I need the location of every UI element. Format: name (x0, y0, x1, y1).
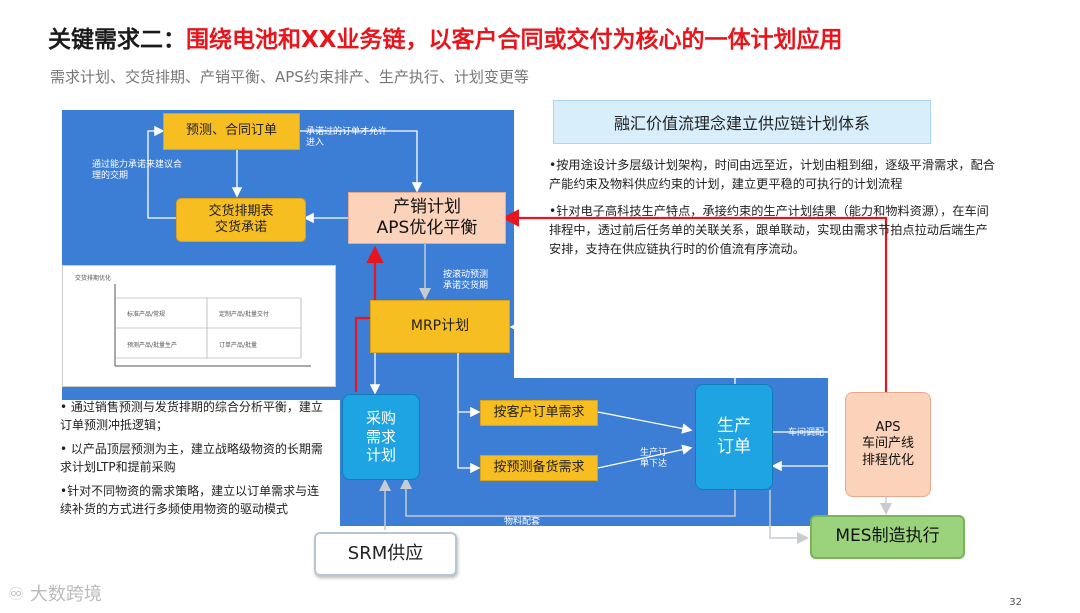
left-bullet-item: • 以产品顶层预测为主，建立战略级物资的长期需求计划LTP和提前采购 (60, 442, 323, 474)
edge-label-line: 单下达 (640, 459, 668, 470)
mrp-label: MRP计划 (410, 317, 470, 334)
sop-aps-node: 产销计划 APS优化平衡 (348, 192, 506, 244)
page-title: 关键需求二：围绕电池和XX业务链，以客户合同或交付为核心的一体计划应用 (48, 20, 842, 54)
matrix-cell: 标准产品/常规 (127, 311, 166, 318)
brand-text: 大数跨境 (29, 584, 102, 605)
matrix-title: 交货排期优化 (75, 275, 112, 282)
left-bullet-item: •针对不同物资的需求策略，建立以订单需求与连续补货的方式进行多频使用物资的驱动模… (60, 484, 320, 516)
purchase-label-3: 计划 (365, 446, 396, 465)
right-bullet-item: •按用途设计多层级计划架构，时间由远至近，计划由粗到细，逐级平滑需求，配合产能约… (549, 158, 995, 191)
matrix-cell: 订单产品/批量 (219, 342, 258, 349)
customer-order-demand-node: 按客户订单需求 (480, 400, 598, 426)
brand-logo-icon: ♾ (8, 584, 30, 605)
sop-label-2: APS优化平衡 (376, 218, 478, 238)
edge-label-line: 按滚动预测 (443, 270, 489, 280)
edge-label-line: 通过能力承诺来建议合 (92, 160, 183, 170)
forecast-stock-demand-node: 按预测备货需求 (480, 455, 598, 481)
matrix-lines (114, 284, 311, 367)
edge-label-line: 进入 (306, 138, 325, 149)
left-bullet-list: • 通过销售预测与发货排期的综合分析平衡，建立订单预测冲抵逻辑； • 以产品顶层… (60, 398, 330, 524)
page-number: 32 (1009, 597, 1022, 608)
left-bullet-item: • 通过销售预测与发货排期的综合分析平衡，建立订单预测冲抵逻辑； (60, 400, 323, 432)
forecast-stock-demand-label: 按预测备货需求 (493, 459, 585, 475)
delivery-schedule-label-2: 交货承诺 (214, 220, 267, 235)
right-bullet-item: •针对电子高科技生产特点，承接约束的生产计划结果（能力和物料资源），在车间排程中… (549, 203, 989, 256)
aps-label-3: 排程优化 (861, 452, 914, 468)
forecast-order-label: 预测、合同订单 (185, 123, 277, 139)
edge-label-line: 承诺过的订单才允许 (306, 127, 388, 137)
purchase-label-2: 需求 (365, 427, 396, 446)
matrix-cell: 预测产品/批量生产 (127, 342, 178, 349)
edge-label-capacity-commit: 通过能力承诺来建议合 理的交期 (92, 160, 182, 183)
mes-execution-node: MES制造执行 (810, 515, 965, 559)
edge-label-line: 物料配套 (504, 517, 541, 527)
mrp-node: MRP计划 (370, 300, 510, 353)
title-emphasis: 围绕电池和XX业务链，以客户合同或交付为核心的一体计划应用 (186, 27, 843, 53)
customer-order-demand-label: 按客户订单需求 (493, 404, 585, 420)
edge-label-line: 理的交期 (92, 171, 129, 182)
production-order-node: 生产 订单 (695, 384, 773, 490)
srm-supply-node: SRM供应 (314, 532, 457, 576)
sop-label-1: 产销计划 (393, 196, 461, 217)
edge-label-committed-orders: 承诺过的订单才允许 进入 (306, 127, 387, 150)
delivery-matrix-chart: 交货排期优化 标准产品/常规 定制产品/批量交付 预测产品/批量生产 订单产品/… (62, 265, 336, 387)
edge-label-production-issue: 生产订 单下达 (640, 448, 667, 471)
delivery-schedule-node: 交货排期表 交货承诺 (176, 198, 306, 242)
matrix-cell: 定制产品/批量交付 (219, 311, 270, 318)
delivery-schedule-label-1: 交货排期表 (208, 203, 274, 219)
purchase-label-1: 采购 (365, 408, 396, 427)
purchase-plan-node: 采购 需求 计划 (342, 394, 420, 480)
edge-label-line: 承诺交货期 (443, 281, 489, 292)
edge-label-line: 车间调配 (788, 428, 825, 438)
aps-label-2: 车间产线 (861, 436, 914, 452)
page-subtitle: 需求计划、交货排期、产销平衡、APS约束排产、生产执行、计划变更等 (50, 68, 529, 86)
title-prefix: 关键需求二： (48, 27, 186, 53)
mes-label: MES制造执行 (835, 526, 940, 547)
brand-watermark: ♾ 大数跨境 (8, 580, 102, 606)
edge-label-line: 生产订 (640, 448, 668, 458)
edge-label-material-distribution: 物料配套 (504, 517, 540, 528)
production-order-label-2: 订单 (717, 437, 751, 457)
aps-label-1: APS (875, 420, 901, 436)
production-order-label-1: 生产 (717, 415, 751, 436)
edge-label-rolling-forecast: 按滚动预测 承诺交货期 (443, 270, 488, 293)
right-panel-heading: 融汇价值流理念建立供应链计划体系 (553, 100, 931, 144)
aps-workshop-node: APS 车间产线 排程优化 (845, 392, 931, 497)
edge-label-workshop-dispatch: 车间调配 (788, 428, 824, 439)
forecast-order-node: 预测、合同订单 (163, 113, 300, 150)
right-bullet-list: •按用途设计多层级计划架构，时间由远至近，计划由粗到细，逐级平滑需求，配合产能约… (549, 156, 997, 267)
srm-label: SRM供应 (347, 542, 424, 564)
